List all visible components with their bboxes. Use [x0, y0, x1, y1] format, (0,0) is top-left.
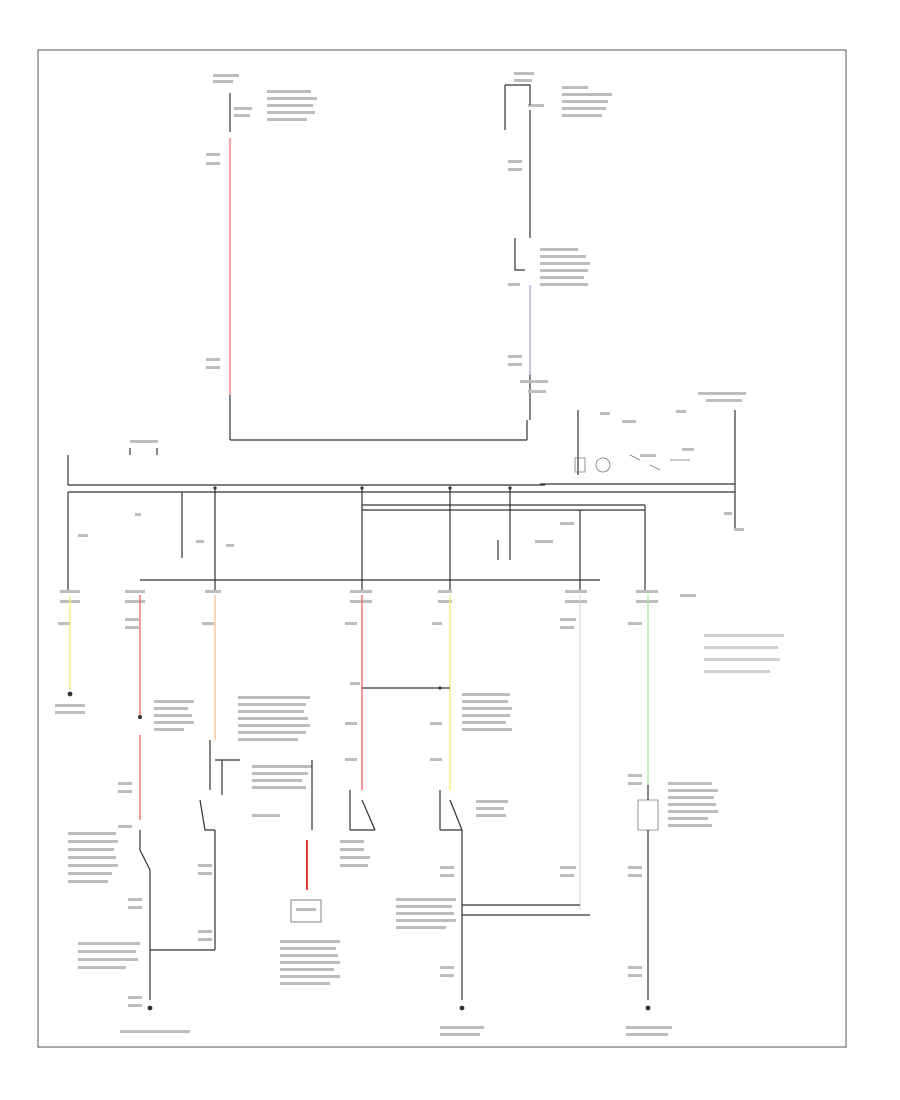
connector-row	[58, 579, 696, 629]
inline-connector-right	[508, 238, 590, 286]
top-right-fuse-block	[504, 72, 612, 171]
diagram-frame	[37, 49, 847, 1048]
switch-top-right	[520, 375, 548, 440]
top-left-fuse-block	[206, 74, 317, 369]
switch-left	[68, 700, 215, 1033]
switch-center-yellow	[396, 686, 590, 1036]
switch-center-red	[340, 682, 450, 867]
main-bus	[67, 440, 646, 590]
right-module	[540, 392, 746, 531]
green-branch-sensor	[626, 774, 718, 1036]
legend	[704, 634, 784, 673]
ground-left	[55, 691, 85, 714]
switch-orange-branch	[198, 696, 340, 985]
bus-drops	[67, 488, 511, 590]
gray-branch	[560, 866, 576, 877]
